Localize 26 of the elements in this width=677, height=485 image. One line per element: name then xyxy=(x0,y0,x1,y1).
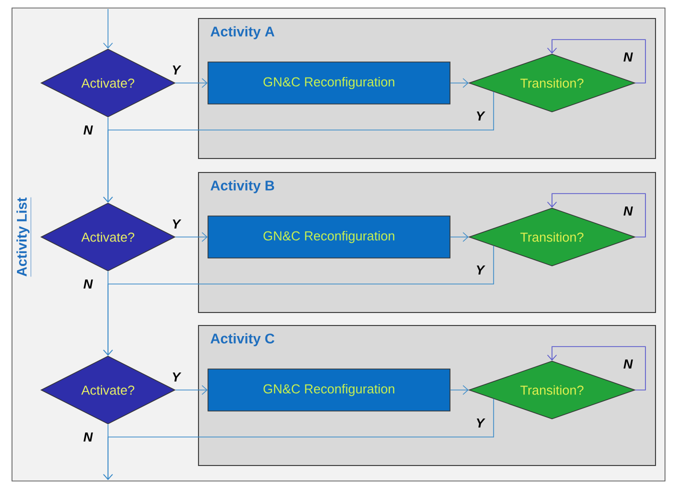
vertical-title: Activity List xyxy=(16,197,32,277)
arrow xyxy=(175,232,208,242)
arrow xyxy=(450,78,469,88)
edge-label: N xyxy=(84,432,93,442)
process-box: GN&C Reconfiguration xyxy=(208,62,450,104)
arrow xyxy=(547,39,646,84)
process-box: GN&C Reconfiguration xyxy=(208,368,450,412)
edge-label: N xyxy=(624,206,633,216)
arrow xyxy=(103,424,113,480)
arrow xyxy=(103,8,113,49)
edge-label: N xyxy=(624,52,633,62)
arrow xyxy=(175,78,208,88)
arrow xyxy=(450,385,469,395)
process-box: GN&C Reconfiguration xyxy=(208,216,450,258)
edge-label: Y xyxy=(476,418,486,428)
edge-label: N xyxy=(84,280,93,288)
edge-label: Y xyxy=(476,112,486,120)
edge-label: Y xyxy=(476,266,486,274)
arrow xyxy=(547,193,646,238)
arrow xyxy=(547,346,646,390)
arrow xyxy=(450,232,469,242)
arrow xyxy=(175,385,208,395)
arrow xyxy=(103,117,113,203)
edge-label: N xyxy=(84,126,93,134)
edge-label: N xyxy=(624,360,633,368)
arrow xyxy=(103,271,113,356)
